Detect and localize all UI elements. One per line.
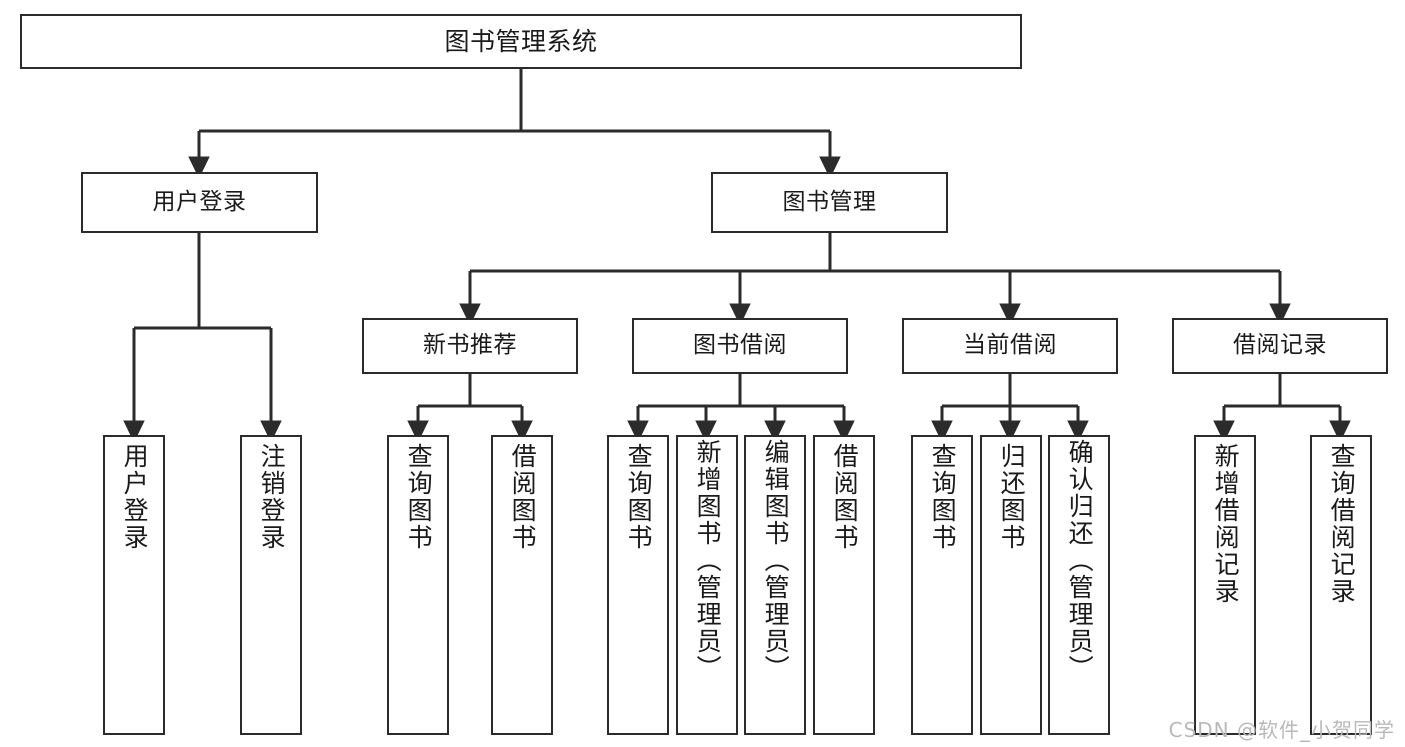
node-leaf-return-book[interactable]: 归还图书: [980, 435, 1042, 735]
node-label: 归还图书: [997, 443, 1027, 551]
node-label: 用户登录: [152, 188, 247, 215]
node-leaf-edit-book[interactable]: 编辑图书（管理员）: [744, 435, 806, 735]
node-book-borrow[interactable]: 图书借阅: [632, 318, 848, 374]
node-label: 当前借阅: [963, 332, 1057, 359]
node-leaf-query-book-2[interactable]: 查询图书: [607, 435, 669, 735]
node-root-book-management-system[interactable]: 图书管理系统: [20, 14, 1022, 69]
node-current-borrow[interactable]: 当前借阅: [902, 318, 1118, 374]
csdn-watermark: CSDN @软件_小贺同学: [1168, 718, 1395, 742]
node-label: 确认归还（管理员）: [1065, 439, 1095, 682]
node-label: 编辑图书（管理员）: [761, 439, 791, 682]
node-label: 注销登录: [257, 443, 287, 551]
node-leaf-query-record[interactable]: 查询借阅记录: [1310, 435, 1372, 735]
node-label: 查询图书: [624, 443, 654, 551]
node-label: 借阅记录: [1233, 332, 1327, 359]
node-label: 借阅图书: [830, 443, 860, 551]
node-leaf-user-login[interactable]: 用户登录: [103, 435, 165, 735]
node-leaf-borrow-book-2[interactable]: 借阅图书: [813, 435, 875, 735]
node-label: 新增借阅记录: [1211, 443, 1241, 605]
node-label: 新书推荐: [423, 332, 517, 359]
node-label: 用户登录: [120, 443, 150, 551]
node-label: 图书管理: [782, 188, 877, 215]
node-label: 图书管理系统: [444, 26, 598, 56]
node-label: 查询图书: [928, 443, 958, 551]
node-label: 图书借阅: [693, 332, 787, 359]
node-label: 查询图书: [404, 443, 434, 551]
node-borrow-record[interactable]: 借阅记录: [1172, 318, 1388, 374]
node-label: 新增图书（管理员）: [693, 439, 723, 682]
node-leaf-query-book-3[interactable]: 查询图书: [911, 435, 973, 735]
node-leaf-confirm-return[interactable]: 确认归还（管理员）: [1048, 435, 1110, 735]
node-user-login[interactable]: 用户登录: [81, 172, 318, 233]
node-label: 查询借阅记录: [1327, 443, 1357, 605]
node-leaf-query-book-1[interactable]: 查询图书: [387, 435, 449, 735]
node-leaf-logout[interactable]: 注销登录: [240, 435, 302, 735]
node-leaf-add-record[interactable]: 新增借阅记录: [1194, 435, 1256, 735]
node-leaf-borrow-book-1[interactable]: 借阅图书: [491, 435, 553, 735]
node-leaf-add-book[interactable]: 新增图书（管理员）: [676, 435, 738, 735]
node-book-manage[interactable]: 图书管理: [711, 172, 948, 233]
node-label: 借阅图书: [508, 443, 538, 551]
node-new-book-recommend[interactable]: 新书推荐: [362, 318, 578, 374]
